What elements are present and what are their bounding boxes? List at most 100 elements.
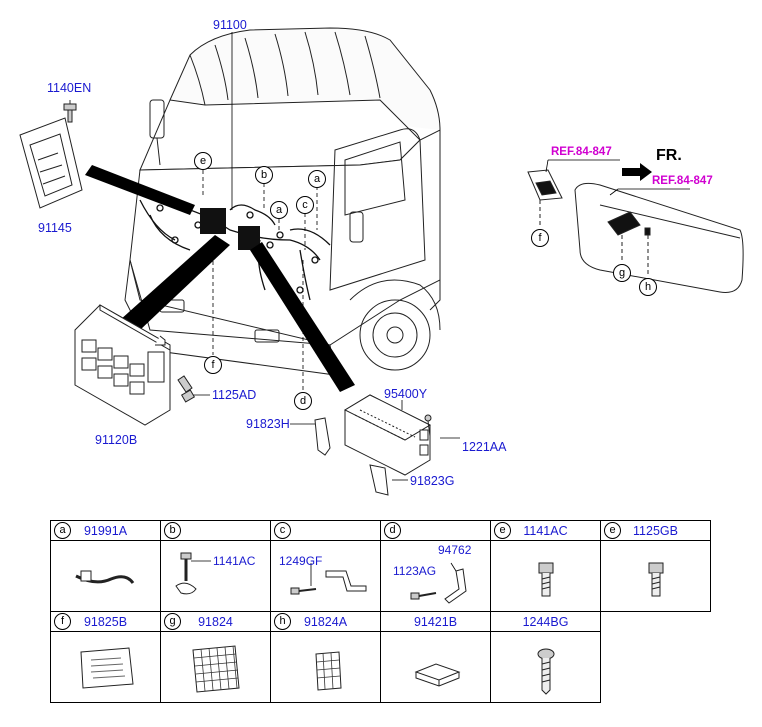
callout-d: d (294, 392, 312, 410)
cell-part-number: 1141AC (523, 524, 568, 538)
cell-c: 1249GF (270, 540, 381, 612)
cell-1125GB (600, 540, 711, 612)
bolt-1140EN (63, 103, 77, 123)
table-cell-header: d (381, 521, 490, 540)
label-91120B: 91120B (95, 433, 138, 447)
label-91100: 91100 (213, 18, 247, 32)
label-d-94762: 94762 (438, 543, 472, 557)
bolt-1141AC-icon (538, 562, 554, 597)
bracket-c-icon (290, 563, 367, 595)
cell-1141AC (490, 540, 601, 612)
table-header-row-1: a 91991A b c d e 1141AC e 1125GB (50, 520, 711, 541)
junction-block-left (200, 208, 226, 234)
pointer-band-1 (85, 165, 195, 215)
junction-block-right (238, 226, 260, 250)
inset-callout-g: g (613, 264, 631, 282)
inset-callout-f: f (531, 229, 549, 247)
cell-91824 (160, 631, 271, 703)
cell-part-number: 91991A (83, 524, 128, 538)
cell-1244BG (490, 631, 601, 703)
screw-clip-b-icon (175, 552, 211, 595)
inset-pad-f (527, 169, 563, 228)
inset-ref-label-2: REF.84-847 (652, 175, 713, 187)
cell-part-number: 1244BG (522, 615, 569, 629)
table-header-row-2: f 91825B g 91824 h 91824A 91421B 1244BG (50, 611, 711, 632)
relay-box-91120B (74, 304, 171, 426)
table-cell-header: f 91825B (51, 612, 160, 631)
cell-91421B (380, 631, 491, 703)
callout-b: b (255, 166, 273, 184)
callout-e: e (194, 152, 212, 170)
inset-fr-label: FR. (656, 147, 682, 164)
module-95400Y (343, 394, 432, 476)
inset-panel (574, 182, 744, 293)
table-cell-header: c (271, 521, 380, 540)
label-91145: 91145 (38, 221, 72, 235)
cell-91991A (50, 540, 161, 612)
label-95400Y: 95400Y (384, 387, 428, 401)
cell-d: 94762 1123AG (380, 540, 491, 612)
pointer-band-2 (120, 235, 230, 330)
inset-ref-label-1: REF.84-847 (551, 146, 612, 158)
cell-part-number: 91421B (413, 615, 458, 629)
bracket-91145 (19, 117, 83, 209)
table-body-row-1: 1141AC 1249GF 94762 1123AG (50, 540, 711, 612)
label-1140EN: 1140EN (47, 81, 92, 95)
pointer-band-3 (250, 242, 355, 392)
cell-91824A (270, 631, 381, 703)
screw-1221AA (424, 414, 432, 437)
screw-1244BG-icon (537, 648, 555, 695)
label-c-1249GF: 1249GF (279, 554, 323, 568)
clip-91991A-icon (75, 570, 135, 584)
bolt-1125AD (177, 375, 196, 403)
table-cell-header: 1244BG (491, 612, 600, 631)
mesh-91824-icon (192, 645, 240, 693)
ref-leader-2 (609, 188, 690, 196)
label-91823H: 91823H (246, 417, 290, 431)
table-cell-header: a 91991A (51, 521, 160, 540)
cell-91825B (50, 631, 161, 703)
label-d-1123AG: 1123AG (393, 564, 437, 578)
inset-callout-h: h (639, 278, 657, 296)
mesh-91824A-icon (315, 651, 342, 691)
table-cell-header: e 1125GB (601, 521, 710, 540)
wiring-diagram (19, 27, 744, 496)
label-91823G: 91823G (410, 474, 455, 488)
cell-callout: h (274, 613, 291, 630)
label-1125AD: 1125AD (212, 388, 257, 402)
cell-callout: d (384, 522, 401, 539)
callout-a-mid: a (270, 201, 288, 219)
ref-leader-1 (545, 159, 620, 173)
cell-callout: b (164, 522, 181, 539)
table-body-row-2 (50, 631, 711, 703)
callout-f: f (204, 356, 222, 374)
bracket-91823G (369, 464, 389, 496)
fr-arrow (622, 163, 652, 181)
cell-callout: g (164, 613, 181, 630)
bolt-1125GB-icon (648, 562, 664, 597)
pad-91825B-icon (80, 647, 134, 689)
cell-callout: f (54, 613, 71, 630)
cell-callout: c (274, 522, 291, 539)
cell-part-number: 91825B (83, 615, 128, 629)
label-b-1141AC: 1141AC (213, 554, 256, 568)
cell-callout: e (494, 522, 511, 539)
cell-part-number: 91824 (198, 615, 233, 629)
pad-91421B-icon (414, 663, 461, 687)
cell-part-number: 1125GB (633, 524, 678, 538)
table-cell-header: h 91824A (271, 612, 380, 631)
cell-b: 1141AC (160, 540, 271, 612)
bracket-d-icon (410, 562, 467, 604)
label-1221AA: 1221AA (462, 440, 507, 454)
callout-c: c (296, 196, 314, 214)
truck-cab (124, 27, 441, 376)
cell-part-number: 91824A (303, 615, 348, 629)
cell-callout: e (604, 522, 621, 539)
table-cell-header: e 1141AC (491, 521, 600, 540)
leader-lines (69, 32, 460, 481)
callout-a-top: a (308, 170, 326, 188)
bracket-91823H (314, 417, 331, 456)
parts-table: a 91991A b c d e 1141AC e 1125GB 1141AC (50, 520, 711, 703)
table-cell-header: 91421B (381, 612, 490, 631)
cell-callout: a (54, 522, 71, 539)
